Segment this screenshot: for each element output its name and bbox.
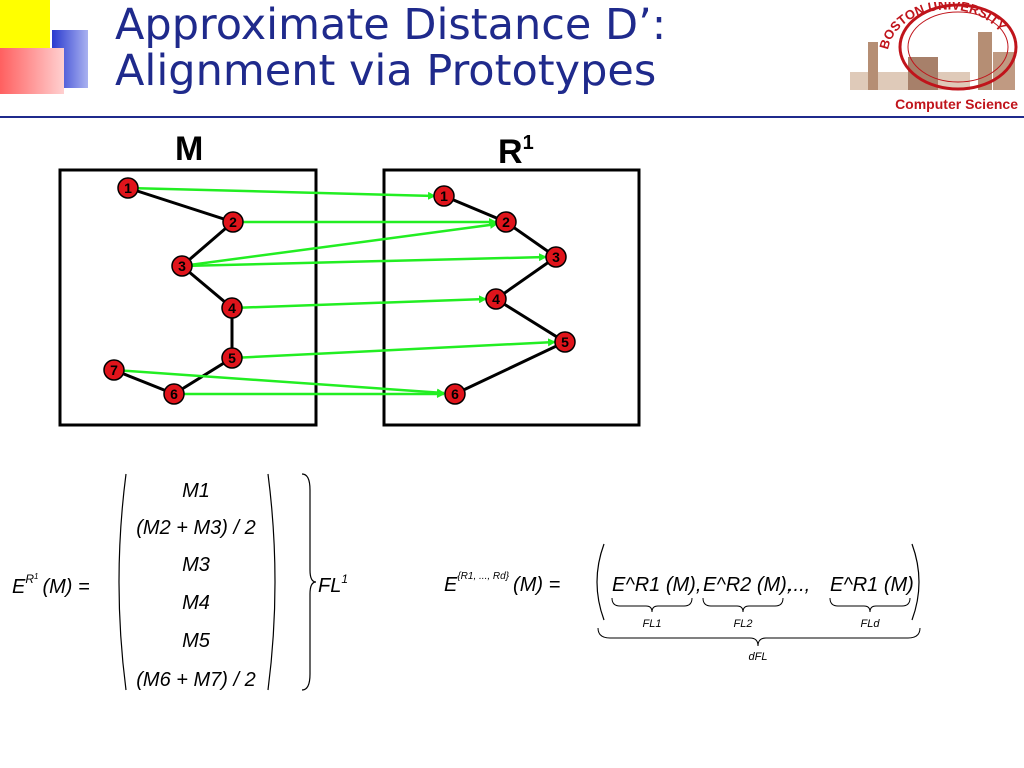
eq2-overall-label: dFL	[749, 651, 768, 663]
eq2-left-paren	[596, 543, 605, 621]
left-box	[58, 168, 318, 427]
svg-text:7: 7	[110, 362, 118, 378]
eq2-underbrace-3	[829, 597, 911, 613]
title-divider	[0, 116, 1024, 118]
svg-text:4: 4	[228, 300, 236, 316]
eq1-row: M4	[182, 592, 210, 614]
left-box-label: M	[175, 130, 203, 168]
eq1-row: (M6 + M7) / 2	[136, 669, 255, 691]
title-line-2: Alignment via Prototypes	[115, 46, 657, 96]
svg-text:4: 4	[492, 291, 500, 307]
left-node: 3	[171, 255, 193, 277]
left-node: 2	[222, 211, 244, 233]
arrow-4-4	[231, 295, 487, 310]
left-polyline	[113, 186, 236, 396]
right-node: 5	[554, 331, 576, 353]
svg-text:2: 2	[229, 214, 237, 230]
svg-text:2: 2	[502, 214, 510, 230]
right-box	[382, 168, 641, 427]
svg-text:6: 6	[170, 386, 178, 402]
left-nodes: 1 2 3 4 5 6 7	[103, 177, 244, 405]
slide-title: Approximate Distance D’: Alignment via P…	[115, 2, 666, 94]
right-node: 1	[433, 185, 455, 207]
arrow-1-1	[127, 186, 436, 200]
eq2-underbrace-label: FL2	[734, 618, 753, 630]
right-nodes: 1 2 3 4 5 6	[433, 185, 576, 405]
eq1-row: (M2 + M3) / 2	[136, 517, 255, 539]
eq2-lhs: E{R1, ..., Rd}(M) =	[444, 571, 560, 596]
left-node: 5	[221, 347, 243, 369]
eq1-lhs: ER1(M) =	[12, 572, 90, 598]
eq2-right-paren	[911, 543, 920, 621]
title-line-1: Approximate Distance D’:	[115, 0, 667, 50]
eq1-row: M5	[182, 630, 211, 652]
equation-2: E{R1, ..., Rd}(M) = E^R1 (M), E^R2 (M), …	[444, 543, 921, 663]
eq1-row: M3	[182, 554, 210, 576]
boston-university-logo: BOSTON UNIVERSITY	[850, 2, 1018, 91]
eq2-underbrace-2	[702, 597, 784, 613]
svg-text:3: 3	[178, 258, 186, 274]
deco-square-yellow	[0, 0, 50, 48]
correspondence-arrows	[113, 186, 556, 398]
svg-text:3: 3	[552, 249, 560, 265]
arrow-5-5	[231, 338, 556, 360]
eq2-underbrace-label: FLd	[861, 618, 881, 630]
eq2-term: E^R1 (M),	[612, 574, 701, 596]
left-node: 4	[221, 297, 243, 319]
equation-1: ER1(M) = M1 (M2 + M3) / 2 M3 M4 M5 (M6 +…	[12, 473, 348, 691]
svg-text:6: 6	[451, 386, 459, 402]
left-node: 7	[103, 359, 125, 381]
eq1-row: M1	[182, 480, 210, 502]
arrow-7-6	[113, 368, 445, 397]
left-node: 1	[117, 177, 139, 199]
right-node: 3	[545, 246, 567, 268]
eq2-underbrace-overall	[597, 627, 921, 647]
arrow-3-2	[181, 220, 498, 268]
eq1-left-paren	[118, 473, 127, 691]
svg-text:1: 1	[124, 180, 132, 196]
eq2-term: ...,	[788, 574, 810, 596]
left-node: 6	[163, 383, 185, 405]
eq1-curly-brace	[301, 473, 317, 691]
right-node: 6	[444, 383, 466, 405]
right-node: 2	[495, 211, 517, 233]
right-box-label: R1	[498, 132, 534, 171]
right-node: 4	[485, 288, 507, 310]
eq2-underbrace-label: FL1	[643, 618, 662, 630]
department-label: Computer Science	[895, 96, 1018, 112]
eq1-right-paren	[267, 473, 276, 691]
eq2-term: E^R2 (M),	[703, 574, 792, 596]
eq2-underbrace-1	[611, 597, 693, 613]
deco-square-red	[0, 48, 64, 94]
svg-text:1: 1	[440, 188, 448, 204]
arrow-3-3	[181, 253, 547, 268]
svg-text:5: 5	[228, 350, 236, 366]
eq2-term: E^R1 (M)	[830, 574, 914, 596]
svg-text:5: 5	[561, 334, 569, 350]
eq1-label: FL1	[318, 572, 348, 597]
right-polyline	[443, 194, 569, 396]
